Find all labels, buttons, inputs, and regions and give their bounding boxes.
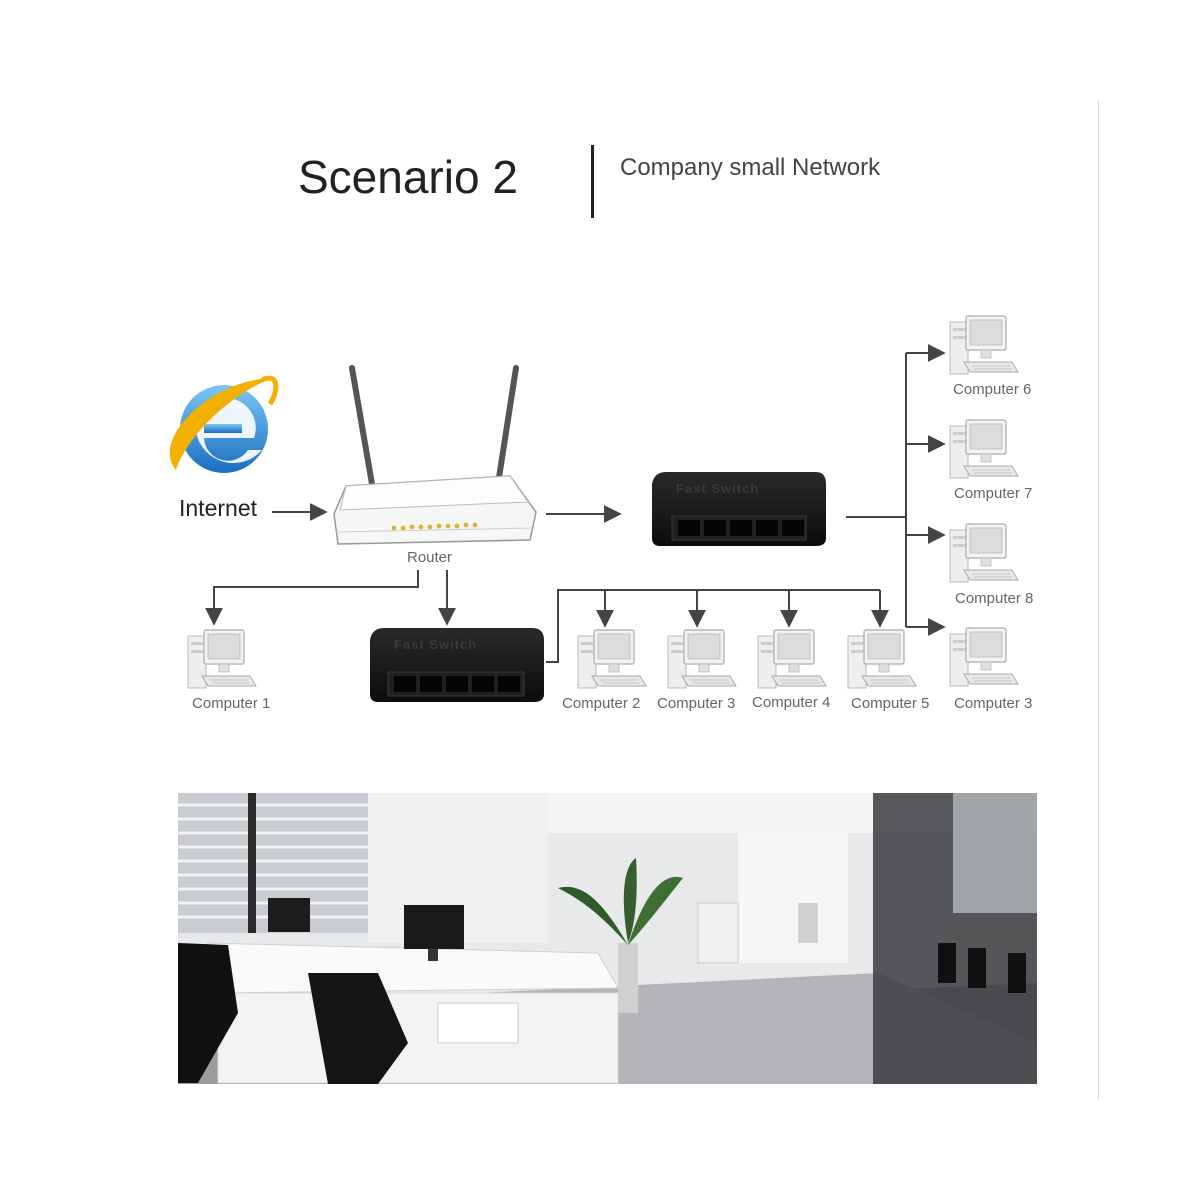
switch-bottom-icon [370,628,544,702]
computer-6-icon [949,315,1019,375]
page-title: Scenario 2 [298,151,518,203]
computer-1-icon [187,629,257,689]
page-subtitle: Company small Network [620,154,881,181]
computer-5-icon [847,629,917,689]
computer-3-icon [667,629,737,689]
router-label: Router [407,549,452,566]
computer-6-label: Computer 6 [953,381,1031,398]
internet-explorer-icon [169,375,279,473]
computer-8-icon [949,523,1019,583]
right-edge-rule [1098,100,1099,1100]
computer-1-label: Computer 1 [192,695,270,712]
computer-4-label: Computer 4 [752,694,830,711]
computer-5-label: Computer 5 [851,695,929,712]
switch-bottom-label: Fast Switch [394,637,477,652]
computer-7-label: Computer 7 [954,485,1032,502]
computer-2-label: Computer 2 [562,695,640,712]
office-photo [178,793,1037,1084]
office-scene-illustration [178,793,1037,1084]
network-diagram: Internet Router Fast Switch Fas [169,315,1033,712]
switch-top-label: Fast Switch [676,481,759,496]
internet-label: Internet [179,495,258,521]
title-divider [591,145,594,218]
computer-8-label: Computer 8 [955,590,1033,607]
router-icon [333,365,537,545]
connection-lines [205,344,946,663]
computer-9-label: Computer 3 [954,695,1032,712]
computer-4-icon [757,629,827,689]
computer-9-icon [949,627,1019,687]
computer-3-label: Computer 3 [657,695,735,712]
computer-7-icon [949,419,1019,479]
switch-top-icon [652,472,826,546]
computer-2-icon [577,629,647,689]
